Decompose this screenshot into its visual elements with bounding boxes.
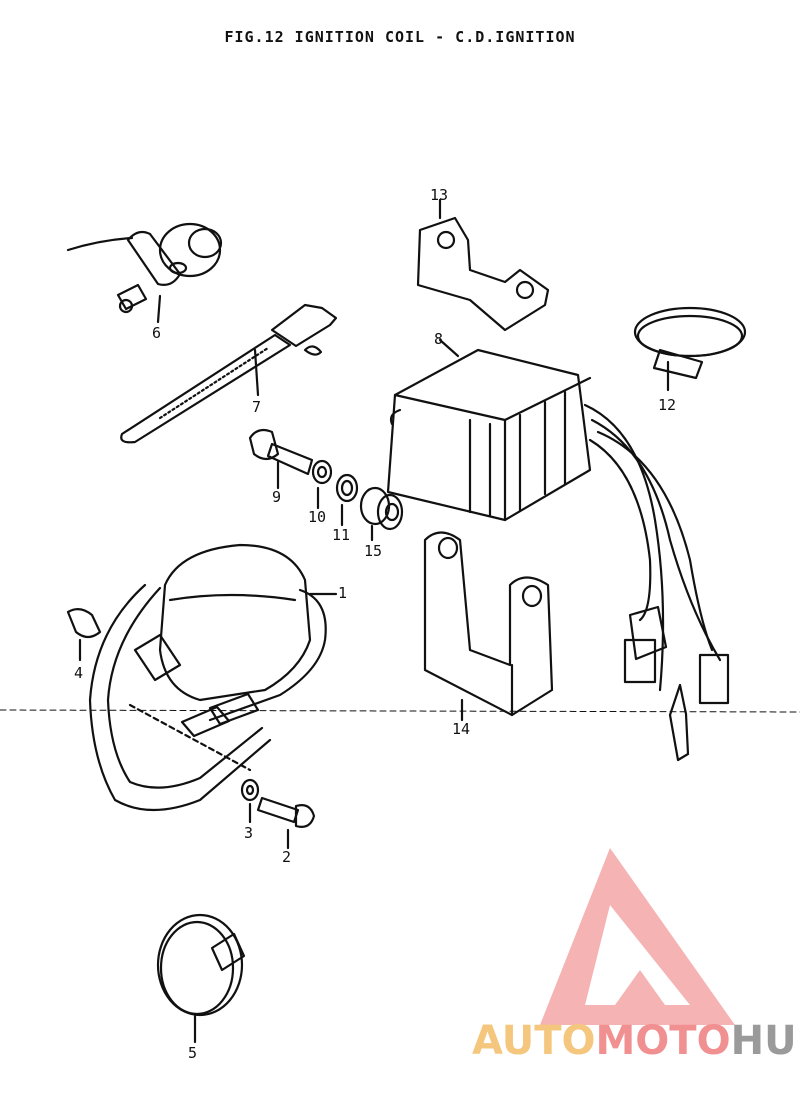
part-15-grommet [359, 486, 404, 542]
watermark-moto: MOTO [596, 1018, 731, 1064]
callout-10: 10 [308, 508, 326, 526]
callout-4: 4 [74, 664, 83, 682]
callout-8: 8 [434, 330, 443, 348]
callout-9: 9 [272, 488, 281, 506]
callout-13: 13 [430, 186, 448, 204]
figure-title: FIG.12 IGNITION COIL - C.D.IGNITION [224, 28, 576, 46]
part-12-hose-clamp [633, 306, 747, 392]
callout-14: 14 [452, 720, 470, 738]
part-3-washer [240, 778, 260, 824]
part-4-spacer [66, 608, 102, 662]
part-8-cdi-unit [386, 338, 730, 762]
part-6-ignition-cap [66, 222, 223, 324]
part-14-lower-bracket [423, 531, 554, 722]
callout-3: 3 [244, 824, 253, 842]
part-5-hose-clamp [156, 913, 246, 1044]
callout-6: 6 [152, 324, 161, 342]
callout-11: 11 [332, 526, 350, 544]
callout-15: 15 [364, 542, 382, 560]
callout-1: 1 [338, 584, 347, 602]
part-11-washer [335, 473, 359, 527]
part-9-bolt [248, 428, 314, 490]
part-7-cable-tie [120, 303, 338, 444]
watermark-hub: HUB [731, 1018, 800, 1064]
part-2-bolt [256, 796, 316, 850]
callout-5: 5 [188, 1044, 197, 1062]
svg-text:AUTOMOTOHUB: AUTOMOTOHUB [472, 1018, 800, 1064]
callout-labels: 1 2 3 4 5 6 7 8 9 10 11 12 13 14 15 [74, 186, 676, 1062]
callout-2: 2 [282, 848, 291, 866]
callout-12: 12 [658, 396, 676, 414]
part-1-ignition-coil [88, 543, 338, 812]
scan-line [0, 709, 800, 713]
part-13-upper-bracket [416, 198, 550, 332]
watermark-auto: AUTO [472, 1018, 596, 1064]
watermark-triangle-icon [540, 848, 735, 1025]
watermark-logo: AUTOMOTOHUB [472, 848, 800, 1064]
callout-7: 7 [252, 398, 261, 416]
part-10-washer [311, 459, 333, 510]
